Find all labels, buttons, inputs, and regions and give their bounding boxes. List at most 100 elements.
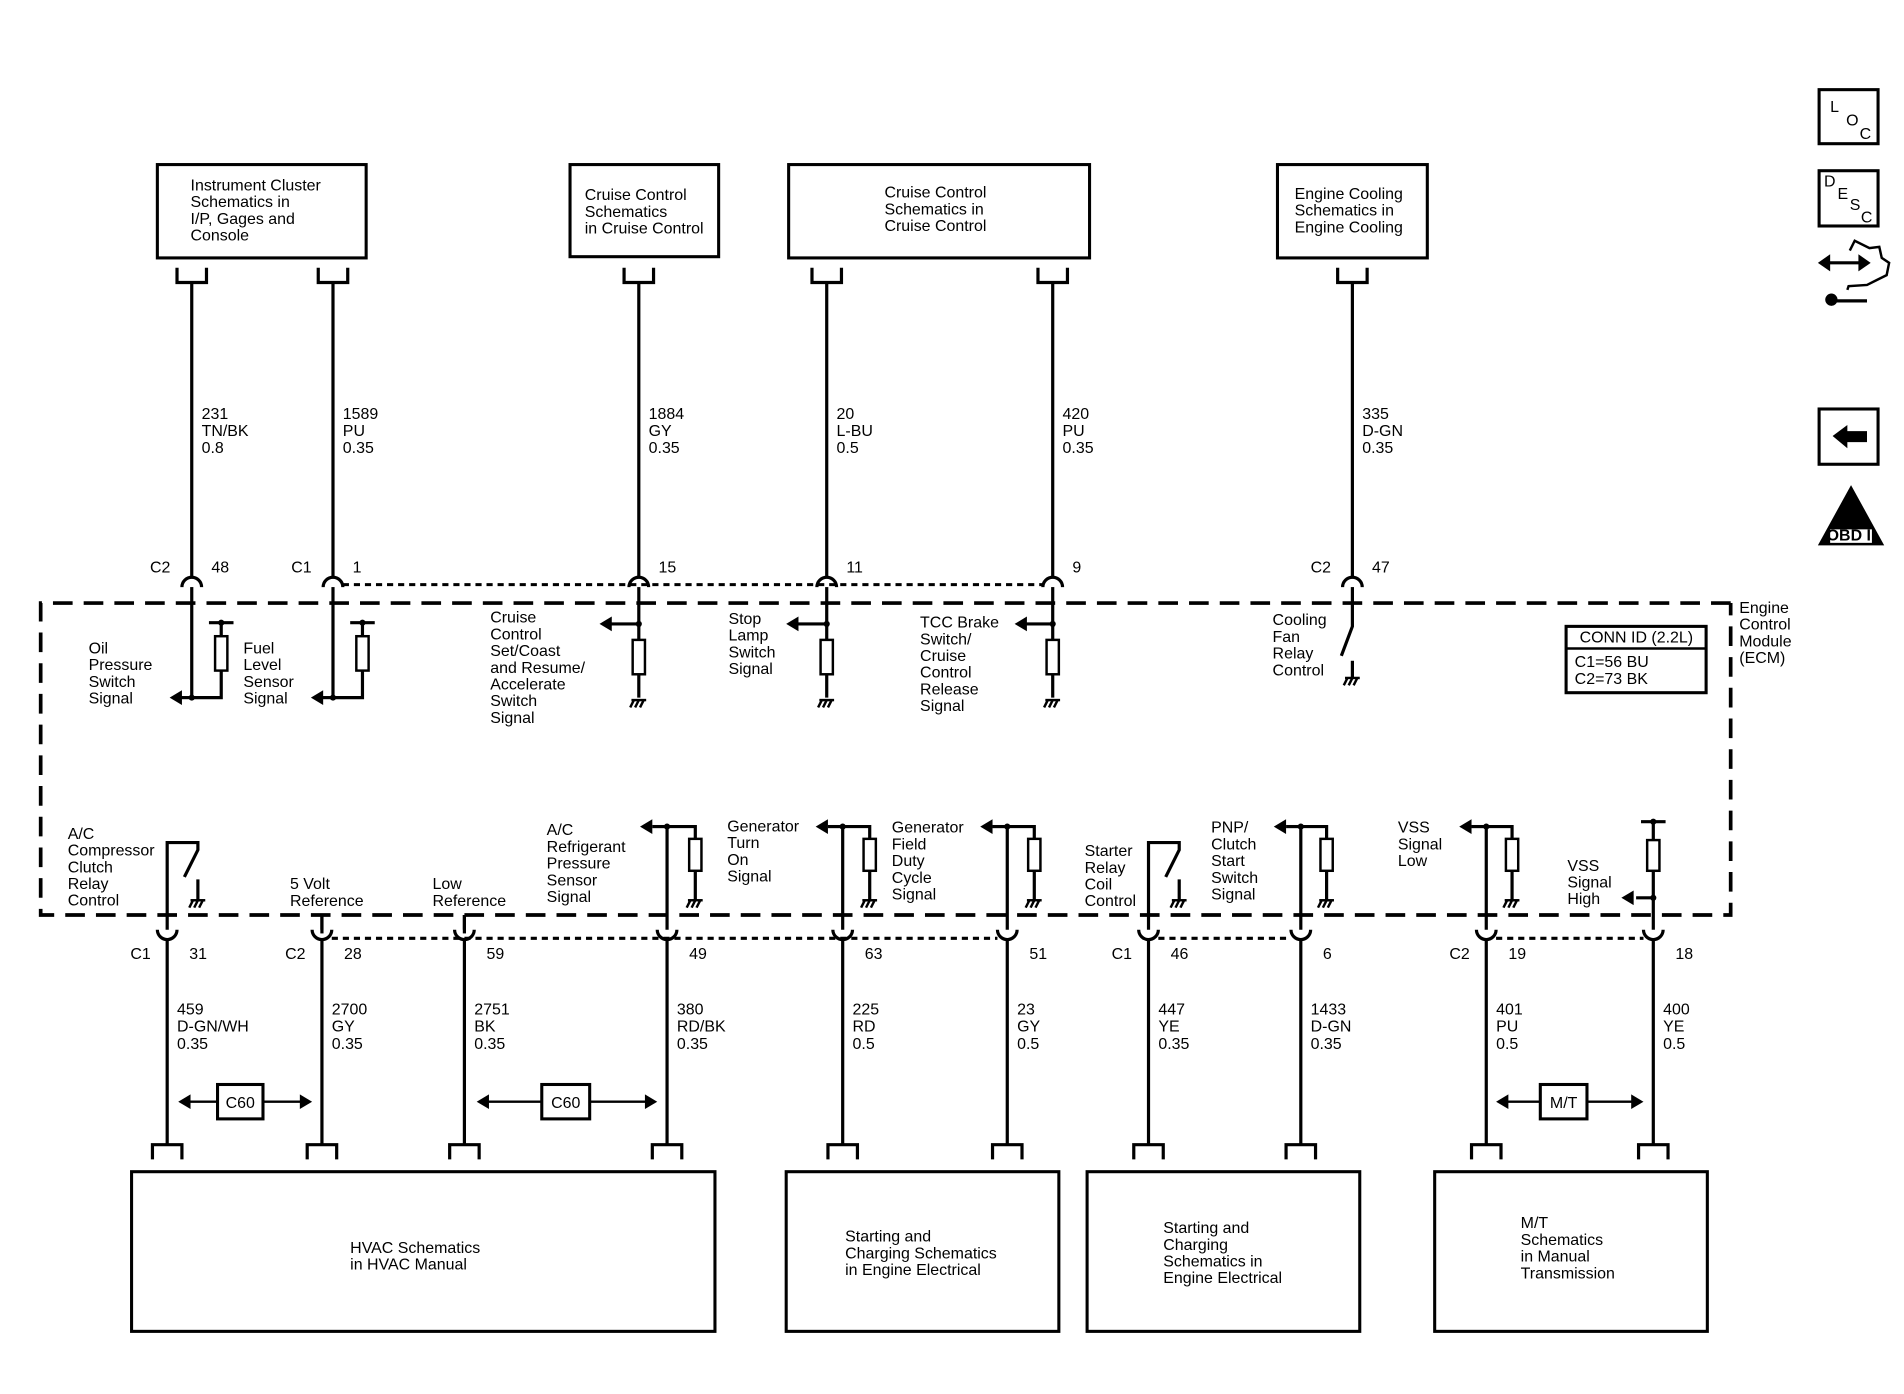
inline-connector[interactable]: M/T (1496, 1082, 1644, 1121)
ground-hatch (1179, 899, 1186, 909)
location-icon[interactable]: LOC (1817, 88, 1880, 146)
module-outline[interactable] (130, 1170, 717, 1333)
wire-size: 0.35 (1311, 1036, 1342, 1053)
pin-number: 19 (1508, 946, 1526, 963)
wire-color: YE (1663, 1019, 1684, 1036)
connector-box[interactable] (1538, 1082, 1589, 1121)
signal-label: Lamp (728, 628, 768, 645)
ground-icon (1502, 899, 1520, 909)
pin-number: 48 (211, 559, 229, 576)
ground-hatch (864, 899, 871, 909)
back-arrow-icon[interactable] (1817, 407, 1880, 466)
module-label: in HVAC Manual (350, 1256, 467, 1273)
top-circuit[interactable]: 20L-BU0.511 (810, 267, 873, 604)
ground-hatch (1043, 699, 1049, 708)
signal-label: Signal (243, 691, 287, 708)
terminal-stub (305, 1143, 339, 1160)
module-label: Schematics in (1163, 1254, 1262, 1271)
signal-label: Level (243, 657, 281, 674)
module-outline[interactable] (1085, 1170, 1362, 1333)
diagnostic-wrench-icon[interactable] (1817, 239, 1891, 306)
arrow-left-icon (786, 616, 799, 632)
ground-hatch (629, 699, 635, 708)
circuit-number: 225 (853, 1001, 880, 1018)
relay-switch-icon (165, 840, 200, 916)
signal-label: Cycle (892, 870, 932, 887)
ground-hatch (188, 899, 195, 909)
icon-letter: O (1846, 112, 1858, 129)
junction-dot (218, 619, 225, 626)
inline-connector[interactable]: C60 (476, 1082, 658, 1121)
module-outline[interactable] (155, 163, 368, 260)
arrow-left-icon (1817, 254, 1831, 272)
arrow-left-icon (1273, 819, 1287, 834)
connector-box[interactable] (540, 1082, 592, 1121)
circuit-number: 335 (1362, 406, 1389, 423)
connector-label: C60 (551, 1095, 580, 1112)
ground-hatch (860, 899, 866, 909)
signal-label: Generator (892, 820, 965, 837)
module-label: Cruise Control (884, 218, 986, 235)
terminal-stub (1636, 1143, 1670, 1160)
signal-label: Generator (727, 818, 800, 835)
module-outline[interactable] (784, 1170, 1061, 1333)
wire-size: 0.5 (853, 1036, 875, 1053)
inline-connector[interactable]: C60 (178, 1082, 313, 1121)
module-outline[interactable] (1433, 1170, 1709, 1333)
module-label: Instrument Cluster (191, 177, 322, 194)
ground-hatch (695, 899, 702, 909)
module-outline[interactable] (1275, 163, 1429, 260)
signal-label: On (727, 852, 748, 869)
signal-label: Switch (490, 693, 537, 710)
signal-label: Low (432, 876, 462, 893)
signal-label: Relay (68, 876, 109, 893)
signal-label: Field (892, 836, 927, 853)
junction-dot (635, 620, 642, 627)
circuit-number: 1433 (1311, 1001, 1347, 1018)
conn-id-line: C2=73 BK (1575, 671, 1649, 688)
arrow-right-icon (1631, 1094, 1644, 1110)
module-label: Cruise Control (585, 187, 687, 204)
circuit-number: 20 (837, 406, 855, 423)
wire-color: D-GN (1362, 423, 1403, 440)
connector-pin-icon (1137, 929, 1160, 942)
wire-size: 0.35 (474, 1036, 505, 1053)
module-outline[interactable] (568, 163, 721, 259)
junction-dot (1049, 620, 1056, 627)
connector-pin-icon (627, 575, 651, 588)
icon-letter: D (1824, 174, 1836, 191)
junction-dot (359, 619, 366, 626)
signal-label: PNP/ (1211, 820, 1249, 837)
terminal-stub (1469, 1143, 1503, 1160)
module-outline[interactable] (787, 163, 1092, 260)
connector-box[interactable] (216, 1082, 265, 1121)
module-label: in Manual (1521, 1249, 1590, 1266)
